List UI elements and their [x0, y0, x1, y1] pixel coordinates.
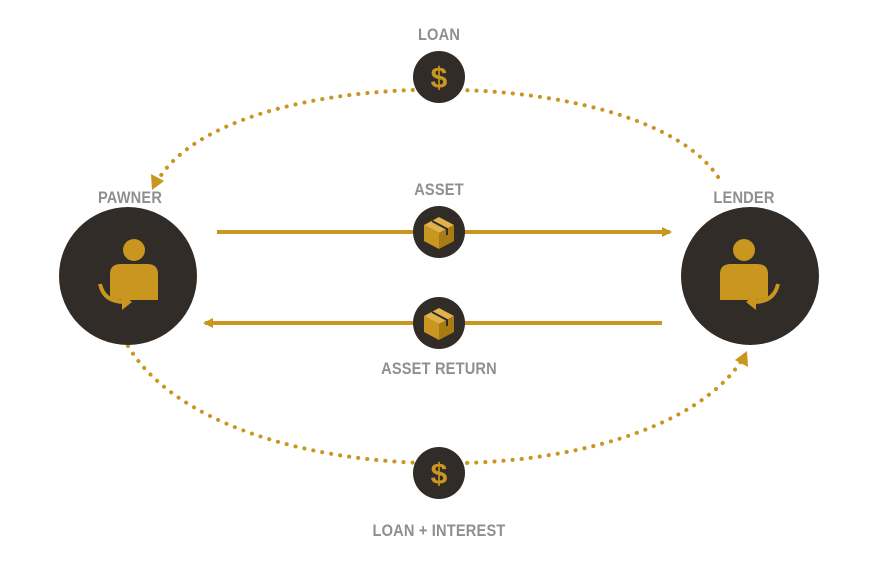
lender-node: [681, 207, 819, 345]
pawner-label: PAWNER: [97, 188, 163, 207]
dollar-icon: $: [431, 458, 448, 491]
loan-interest-dollar-badge: $: [413, 447, 465, 499]
asset-return-label: ASSET RETURN: [381, 359, 497, 378]
loan-flow-arrowhead: [151, 174, 164, 190]
asset-return-box-badge: [413, 297, 465, 349]
dollar-icon: $: [431, 62, 448, 95]
asset-label: ASSET: [414, 180, 464, 199]
lender-label: LENDER: [713, 188, 775, 207]
loan-interest-label: LOAN + INTEREST: [372, 521, 506, 540]
asset-box-badge: [413, 206, 465, 258]
loan-label: LOAN: [417, 25, 461, 44]
loan-interest-flow-arrowhead: [735, 351, 748, 367]
box-icon: [424, 217, 454, 249]
person-arrow-in-icon: [720, 239, 785, 310]
loan-dollar-badge: $: [413, 51, 465, 103]
loan-flow-arc: [156, 87, 720, 182]
pawner-node: [59, 207, 197, 345]
box-icon: [424, 308, 454, 340]
loan-interest-flow-arc: [126, 344, 744, 466]
person-arrow-out-icon: [93, 239, 158, 310]
